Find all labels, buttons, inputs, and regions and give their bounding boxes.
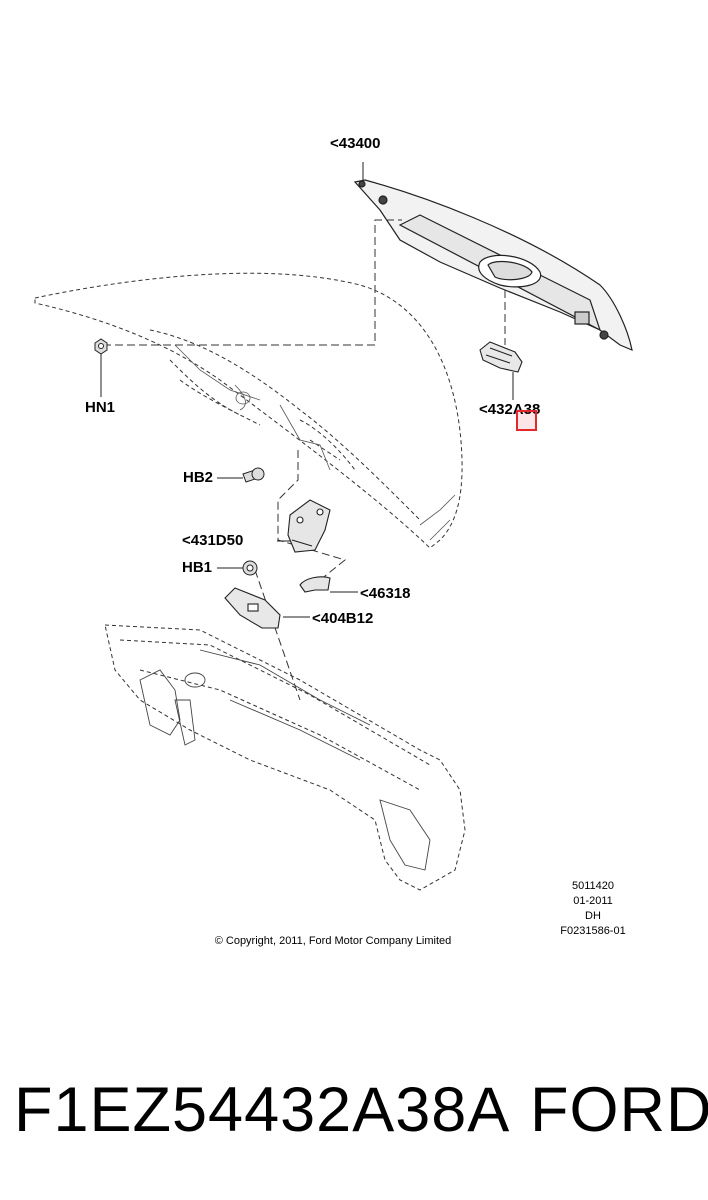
copyright-text: © Copyright, 2011, Ford Motor Company Li… — [214, 935, 452, 947]
trunk-lid-detail — [174, 344, 456, 541]
rear-body-panel — [104, 624, 466, 891]
rear-body-detail — [139, 649, 431, 871]
callout-hb1: HB1 — [182, 559, 213, 576]
module-432a38 — [479, 341, 523, 373]
meta-line-1: 5011420 — [571, 880, 614, 892]
callout-hn1: HN1 — [85, 399, 116, 416]
callout-431d50: <431D50 — [182, 532, 244, 549]
leader-lines — [103, 219, 506, 701]
callout-432a38: <432A38 — [479, 401, 541, 418]
callout-hb2: HB2 — [183, 469, 214, 486]
bracket-404b12 — [224, 587, 281, 629]
trim-panel-43400 — [353, 179, 633, 351]
callout-46318: <46318 — [360, 585, 411, 602]
latch-431d50 — [287, 499, 331, 553]
bolt-hb1 — [242, 560, 258, 576]
parts-diagram — [34, 162, 633, 891]
meta-line-4: F0231586-01 — [560, 925, 626, 937]
callout-43400: <43400 — [330, 135, 381, 152]
bolt-hb2 — [242, 467, 265, 483]
callout-404b12: <404B12 — [312, 610, 374, 627]
striker-46318 — [299, 576, 331, 593]
trunk-lid-outline — [34, 272, 463, 549]
solid-leaders — [100, 162, 514, 618]
drawing-meta: 5011420 01-2011 DH F0231586-01 — [548, 879, 638, 939]
part-number: F1EZ54432A38A — [14, 1075, 511, 1145]
selected-part-highlight — [516, 410, 537, 431]
meta-line-3: DH — [585, 910, 601, 922]
meta-line-2: 01-2011 — [573, 895, 613, 907]
nut-hn1 — [94, 338, 108, 355]
brand-name: FORD — [530, 1075, 708, 1145]
